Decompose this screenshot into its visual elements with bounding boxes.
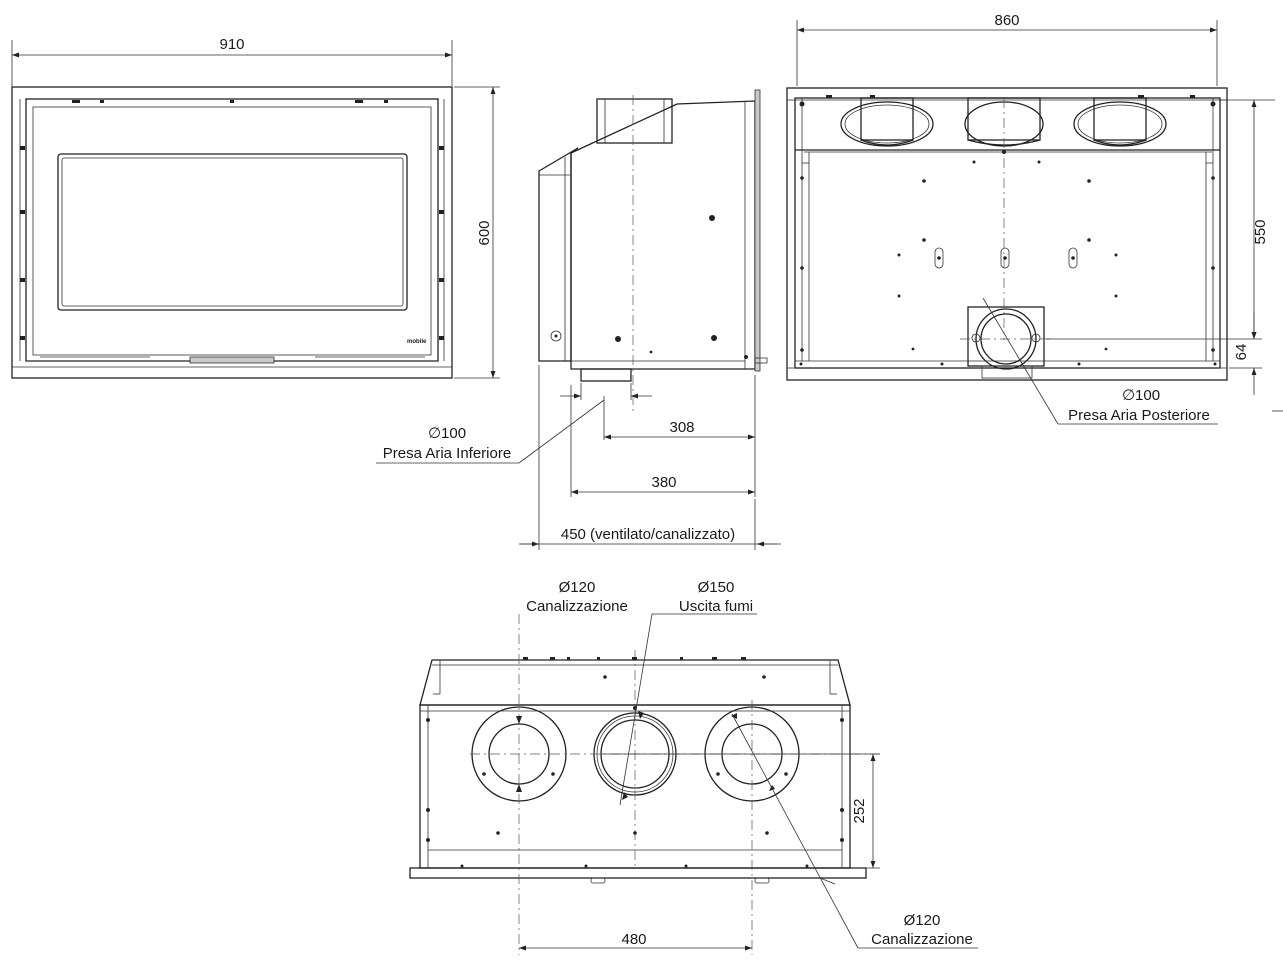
top-view: Ø120 Canalizzazione Ø150 Uscita fumi Ø12… bbox=[409, 579, 978, 955]
back-width-label: 860 bbox=[994, 12, 1019, 29]
back-height-label: 550 bbox=[1252, 219, 1269, 244]
front-view: mobile 910 600 bbox=[11, 36, 500, 379]
side-dim-450: 450 (ventilato/canalizzato) bbox=[561, 526, 735, 543]
top-flue-label: Uscita fumi bbox=[679, 598, 753, 615]
side-inlet-diameter: ∅100 bbox=[428, 425, 466, 442]
side-dim-380: 380 bbox=[651, 474, 676, 491]
side-inlet-label: Presa Aria Inferiore bbox=[383, 445, 511, 462]
front-brand-mark: mobile bbox=[407, 339, 427, 345]
front-width-label: 910 bbox=[219, 36, 244, 53]
back-inlet-diameter: ∅100 bbox=[1122, 387, 1160, 404]
side-view: 308 380 450 (ventilato/canalizzato) ∅100… bbox=[376, 89, 781, 550]
top-right-duct-label: Canalizzazione bbox=[871, 931, 973, 948]
top-left-duct-label: Canalizzazione bbox=[526, 598, 628, 615]
side-dim-308: 308 bbox=[669, 419, 694, 436]
top-flue-diameter: Ø150 bbox=[698, 579, 735, 596]
top-dim-480: 480 bbox=[621, 931, 646, 948]
front-height-label: 600 bbox=[476, 220, 493, 245]
back-inlet-label: Presa Aria Posteriore bbox=[1068, 407, 1210, 424]
back-view: 860 550 64 ∅100 Presa Aria Posteriore bbox=[786, 12, 1283, 425]
top-dim-252: 252 bbox=[851, 798, 868, 823]
top-right-duct-diameter: Ø120 bbox=[904, 912, 941, 929]
top-left-duct-diameter: Ø120 bbox=[559, 579, 596, 596]
back-dim-64: 64 bbox=[1233, 344, 1250, 361]
